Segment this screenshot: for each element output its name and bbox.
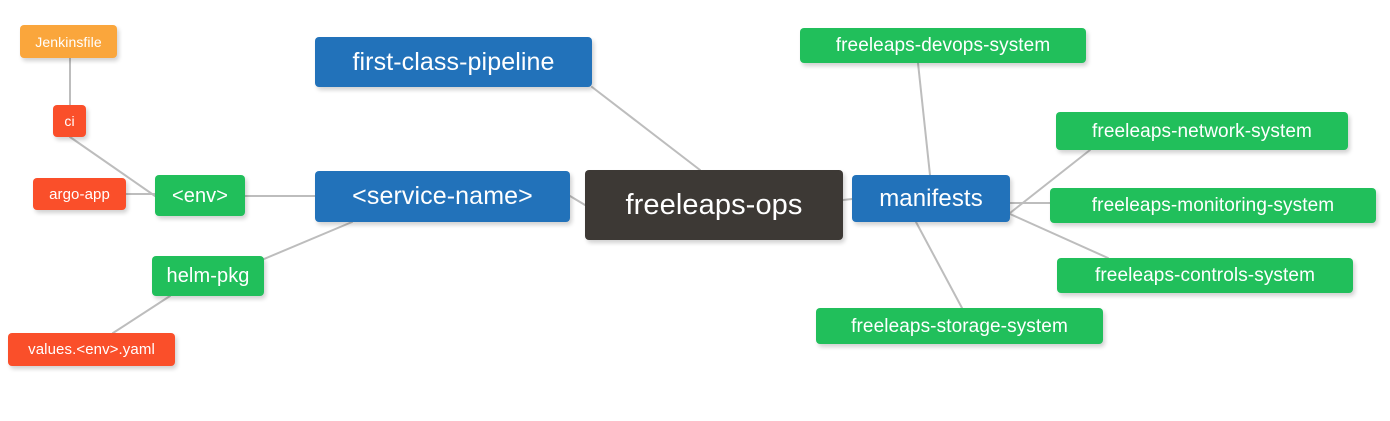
edge-manifests-to-freeleaps-devops-system: [917, 62, 931, 176]
node-freeleaps-monitoring-system[interactable]: freeleaps-monitoring-system: [1050, 188, 1376, 223]
node-argo-app[interactable]: argo-app: [33, 178, 126, 210]
node-freeleaps-network-system[interactable]: freeleaps-network-system: [1056, 112, 1348, 150]
node-env[interactable]: <env>: [155, 175, 245, 216]
node-freeleaps-ops[interactable]: freeleaps-ops: [585, 170, 843, 240]
edge-freeleaps-ops-to-service-name: [569, 195, 586, 206]
node-jenkinsfile[interactable]: Jenkinsfile: [20, 25, 117, 58]
node-freeleaps-controls-system[interactable]: freeleaps-controls-system: [1057, 258, 1353, 293]
node-service-name[interactable]: <service-name>: [315, 171, 570, 222]
edge-service-name-to-helm-pkg: [263, 221, 353, 260]
node-first-class-pipeline[interactable]: first-class-pipeline: [315, 37, 592, 87]
node-manifests[interactable]: manifests: [852, 175, 1010, 222]
edge-freeleaps-ops-to-first-class-pipeline: [591, 86, 701, 171]
edge-manifests-to-freeleaps-storage-system: [915, 221, 963, 309]
edge-freeleaps-ops-to-manifests: [842, 198, 853, 201]
node-helm-pkg[interactable]: helm-pkg: [152, 256, 264, 296]
edge-helm-pkg-to-values-env-yaml: [112, 295, 171, 334]
node-freeleaps-storage-system[interactable]: freeleaps-storage-system: [816, 308, 1103, 344]
node-freeleaps-devops-system[interactable]: freeleaps-devops-system: [800, 28, 1086, 63]
node-values-env-yaml[interactable]: values.<env>.yaml: [8, 333, 175, 366]
node-ci[interactable]: ci: [53, 105, 86, 137]
